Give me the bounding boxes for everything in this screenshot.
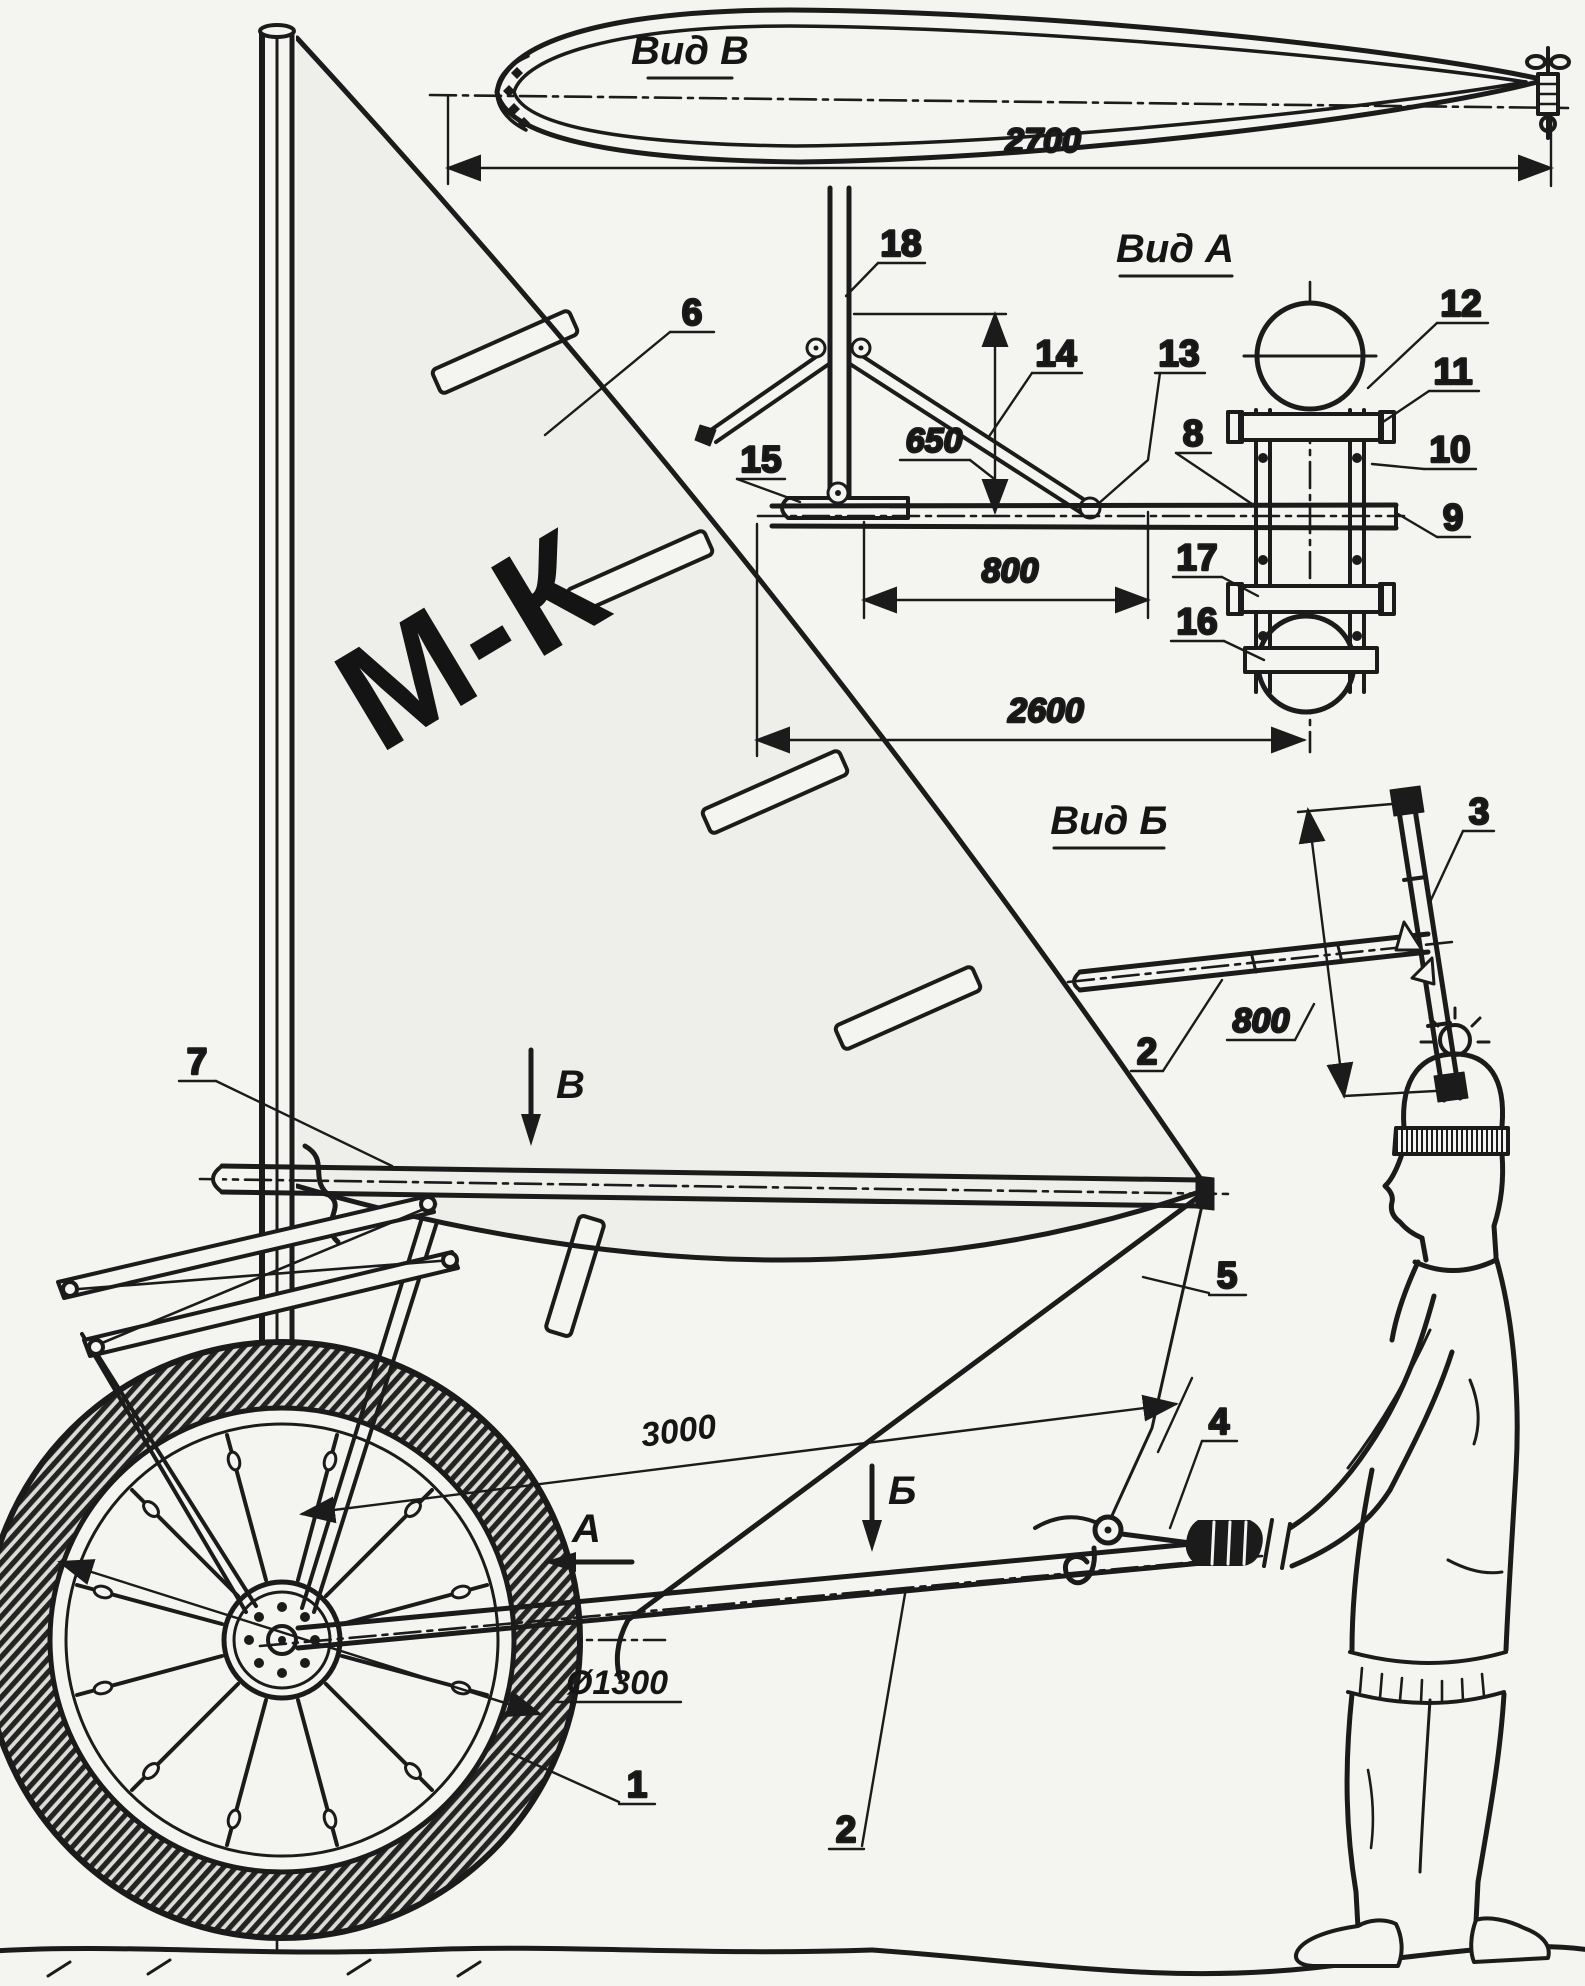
dim-2700-text: 2700 xyxy=(1004,122,1081,160)
view-a-wheel-assembly xyxy=(1226,280,1396,754)
view-arrow-b: Б xyxy=(862,1463,916,1552)
boots xyxy=(1294,1916,1551,1968)
callout-10: 10 xyxy=(1429,429,1470,470)
view-v-title: Вид В xyxy=(631,29,749,73)
callout-12: 12 xyxy=(1440,283,1481,324)
view-a-beam xyxy=(756,502,1406,531)
dim-2700: 2700 xyxy=(445,94,1554,188)
view-a-title: Вид А xyxy=(1116,227,1234,271)
dim-800-view-a: 800 xyxy=(861,510,1151,620)
view-b-title: Вид Б xyxy=(1050,799,1167,843)
boom xyxy=(198,1163,1234,1211)
person xyxy=(1185,1006,1551,1968)
hands-grip xyxy=(1185,1520,1263,1566)
callout-14: 14 xyxy=(1035,333,1077,374)
callout-17: 17 xyxy=(1176,537,1217,578)
view-b-section: Вид Б 800 3 xyxy=(1050,785,1496,1103)
callout-3: 3 xyxy=(1469,791,1490,832)
dim-650: 650 xyxy=(852,311,1009,515)
callout-13: 13 xyxy=(1158,333,1199,374)
dim-1300-text: Ø1300 xyxy=(566,1664,668,1702)
callout-8: 8 xyxy=(1183,413,1204,454)
callout-6: 6 xyxy=(682,292,703,333)
view-a-callouts: 18 15 14 13 8 12 11 10 9 17 16 xyxy=(735,222,1490,662)
callout-5: 5 xyxy=(1217,1255,1238,1296)
sail-battens xyxy=(430,309,983,1338)
dim-3000-text: 3000 xyxy=(639,1407,719,1454)
callout-11: 11 xyxy=(1433,351,1472,392)
view-a-mast xyxy=(694,185,1102,520)
callout-15: 15 xyxy=(740,439,781,480)
callout-1: 1 xyxy=(627,1764,648,1805)
view-b-callouts: 3 2 xyxy=(1129,790,1496,1073)
dim-2600: 2600 xyxy=(754,522,1307,758)
view-b-beam xyxy=(1066,931,1454,993)
dim-650-text: 650 xyxy=(906,422,963,460)
view-v-section: Вид В 2700 xyxy=(428,7,1571,188)
callout-2-main: 2 xyxy=(836,1809,857,1850)
callout-2-view-b: 2 xyxy=(1137,1031,1158,1072)
view-b-crossbar xyxy=(1389,785,1469,1103)
view-arrow-b-letter: Б xyxy=(888,1469,916,1513)
dim-800-view-b: 800 xyxy=(1225,802,1456,1099)
clew-fitting xyxy=(1525,46,1571,140)
view-arrow-a-letter: А xyxy=(571,1507,601,1551)
callout-4: 4 xyxy=(1209,1401,1230,1442)
view-arrow-v: В xyxy=(521,1047,585,1146)
sail: М-К xyxy=(294,35,1210,1338)
callout-7: 7 xyxy=(187,1041,208,1082)
wheel xyxy=(0,1339,583,1941)
view-arrow-v-letter: В xyxy=(556,1063,585,1107)
legs xyxy=(1344,1691,1507,1931)
mast-nose-rivets xyxy=(503,67,530,129)
dim-800b-text: 800 xyxy=(1233,1002,1290,1040)
view-arrow-a: А xyxy=(544,1507,635,1572)
arm xyxy=(1262,1293,1455,1570)
face-profile xyxy=(1382,1151,1506,1273)
callout-18: 18 xyxy=(880,223,921,264)
main-callouts: 7 6 5 4 2 1 xyxy=(177,291,1248,1851)
callout-16: 16 xyxy=(1176,601,1217,642)
dim-2600-text: 2600 xyxy=(1007,692,1084,730)
main-side-view: М-К xyxy=(0,23,1585,1978)
fork-bracket xyxy=(56,1194,460,1614)
sail-edges xyxy=(294,35,1210,1263)
dim-wheel-diameter: Ø1300 xyxy=(57,1559,683,1717)
torso xyxy=(1346,1255,1520,1705)
dim-800a-text: 800 xyxy=(982,552,1039,590)
view-a-section: Вид А xyxy=(694,185,1490,758)
callout-9: 9 xyxy=(1443,497,1464,538)
